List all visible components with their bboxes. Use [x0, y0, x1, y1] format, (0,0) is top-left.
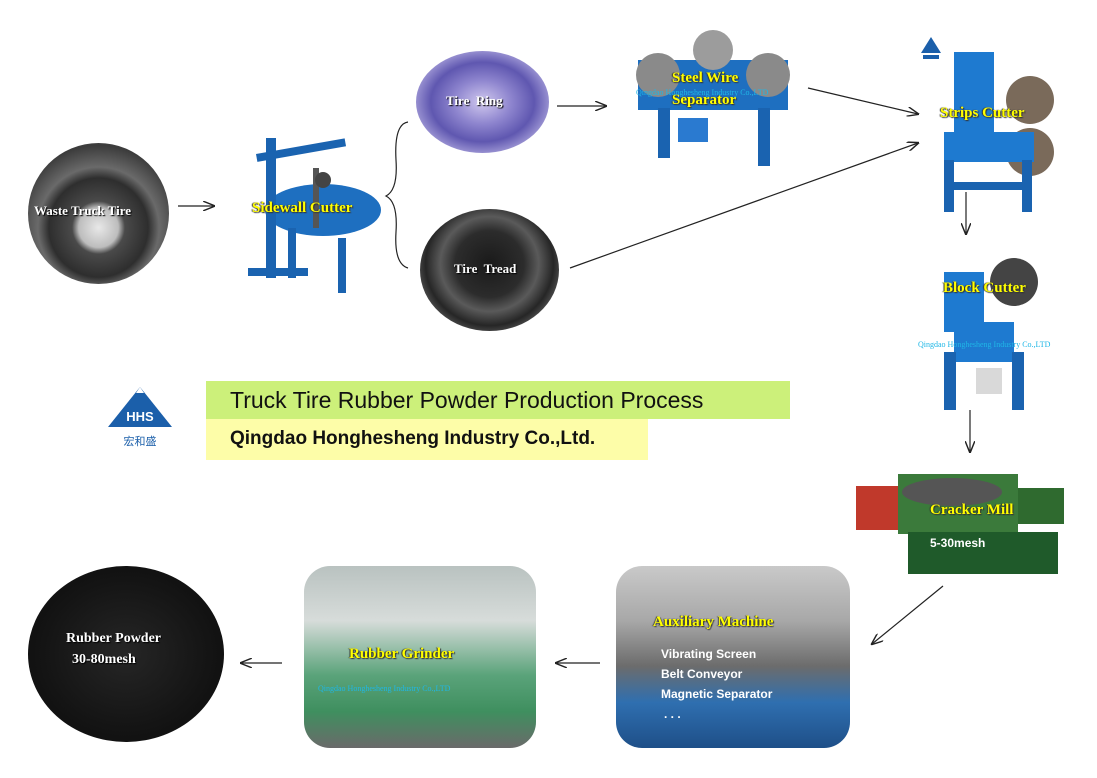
- block-cutter-machine: [944, 258, 1038, 410]
- banner-company-text: Qingdao Honghesheng Industry Co.,Ltd.: [230, 428, 596, 449]
- logo-text: HHS: [126, 409, 154, 424]
- cracker-mill-label: Cracker Mill: [930, 502, 1014, 518]
- strips-cutter-machine: [944, 52, 1054, 212]
- auxiliary-machine-photo: Auxiliary Machine Vibrating Screen Belt …: [616, 566, 850, 748]
- cracker-mill-spec: 5-30mesh: [930, 536, 986, 550]
- sidewall-cutter-label: Sidewall Cutter: [252, 200, 353, 216]
- waste-tire-photo: Waste Truck Tire: [28, 143, 169, 284]
- arrow-tread-to-strips: [569, 143, 918, 269]
- tire-ring-photo: Tire Ring: [416, 51, 549, 153]
- brace: [384, 121, 409, 269]
- steel-wire-label-line1: Steel Wire: [672, 70, 739, 86]
- rubber-powder-photo: Rubber Powder 30-80mesh: [28, 566, 224, 742]
- tire-tread-photo: Tire Tread: [420, 209, 559, 331]
- aux-item-more: . . .: [664, 707, 681, 721]
- rubber-grinder-photo: Rubber Grinder Qingdao Honghesheng Indus…: [304, 566, 536, 748]
- arrow-separator-to-strips: [807, 87, 918, 114]
- tire-ring-label: Tire Ring: [446, 93, 503, 108]
- steel-wire-label-line2: Separator: [672, 92, 737, 108]
- auxiliary-machine-label: Auxiliary Machine: [653, 614, 774, 630]
- watermark-grinder: Qingdao Honghesheng Industry Co.,LTD: [318, 684, 451, 693]
- aux-item-vibrating-screen: Vibrating Screen: [661, 647, 757, 661]
- block-cutter-label: Block Cutter: [943, 280, 1026, 296]
- waste-tire-label: Waste Truck Tire: [34, 203, 132, 218]
- rubber-powder-spec: 30-80mesh: [72, 652, 136, 667]
- hhs-logo-large: HHS 宏和盛: [108, 387, 172, 448]
- banner-title: Truck Tire Rubber Powder Production Proc…: [206, 381, 790, 419]
- tire-tread-label: Tire Tread: [454, 261, 517, 276]
- rubber-powder-label: Rubber Powder: [66, 631, 162, 646]
- watermark-block-cutter: Qingdao Honghesheng Industry Co.,LTD: [918, 340, 1051, 349]
- arrow-cracker-to-aux: [872, 585, 944, 644]
- logo-chinese: 宏和盛: [124, 434, 157, 448]
- aux-item-belt-conveyor: Belt Conveyor: [661, 667, 743, 681]
- rubber-grinder-label: Rubber Grinder: [349, 646, 455, 662]
- hhs-logo-small: [921, 37, 941, 59]
- strips-cutter-label: Strips Cutter: [940, 105, 1025, 121]
- banner-title-text: Truck Tire Rubber Powder Production Proc…: [230, 387, 704, 413]
- steel-wire-separator-machine: [636, 30, 790, 166]
- cracker-mill-machine: [856, 474, 1064, 574]
- watermark-separator: Qingdao Honghesheng Industry Co.,LTD: [636, 88, 769, 97]
- sidewall-cutter-machine: [248, 138, 381, 293]
- aux-item-magnetic-separator: Magnetic Separator: [661, 687, 773, 701]
- banner-company: Qingdao Honghesheng Industry Co.,Ltd.: [206, 419, 648, 460]
